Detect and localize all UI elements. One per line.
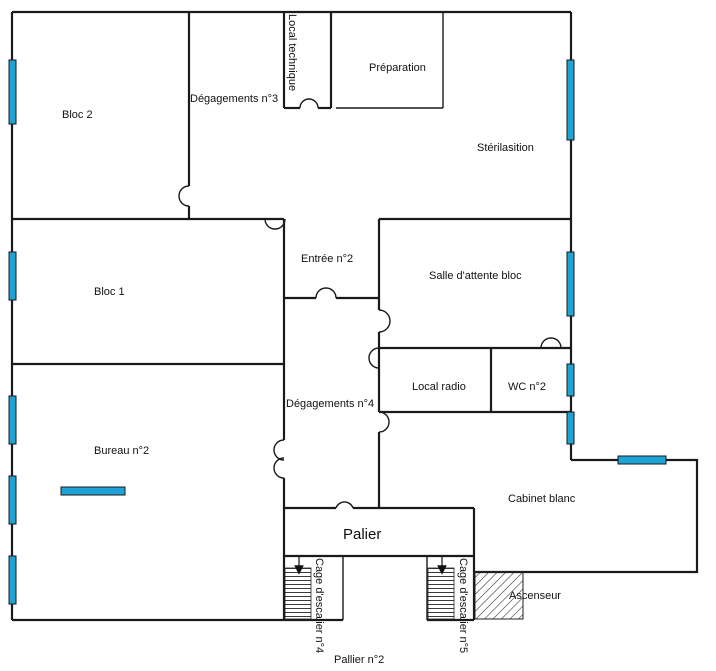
window-wc — [566, 363, 575, 397]
room-labels: Bloc 2 Préparation Dégagements n°3 Stéri… — [62, 14, 576, 666]
label-sterilisation: Stérilasition — [477, 142, 534, 154]
window-cabinet-side — [566, 411, 575, 445]
window-bureau-3 — [8, 555, 17, 605]
label-entree2: Entrée n°2 — [301, 253, 353, 265]
door-bureau-top — [273, 439, 285, 461]
door-entree — [315, 287, 337, 299]
cage5-steps — [427, 567, 455, 620]
window-bureau-2 — [8, 475, 17, 525]
door-local-tech — [299, 98, 319, 109]
door-deg4 — [378, 411, 390, 433]
cage4-steps — [284, 567, 312, 620]
outer-wall-extension — [474, 458, 699, 574]
windows — [8, 59, 667, 605]
label-cabinet-blanc: Cabinet blanc — [508, 493, 576, 505]
label-pallier2: Pallier n°2 — [334, 654, 384, 666]
label-degagements4: Dégagements n°4 — [286, 398, 374, 410]
label-degagements3: Dégagements n°3 — [190, 93, 278, 105]
label-local-radio: Local radio — [412, 381, 466, 393]
door-salle — [378, 309, 391, 333]
door-radio — [368, 347, 380, 369]
staircases — [284, 557, 524, 620]
door-bloc2 — [178, 185, 190, 207]
window-cabinet-top — [617, 455, 667, 465]
label-bloc2: Bloc 2 — [62, 109, 93, 121]
window-bloc1 — [8, 251, 17, 301]
window-sterilisation — [566, 59, 575, 141]
label-bloc1: Bloc 1 — [94, 286, 125, 298]
label-salle-attente: Salle d'attente bloc — [429, 270, 522, 282]
walls — [10, 10, 699, 622]
label-local-technique: Local technique — [286, 14, 298, 91]
window-bloc2 — [8, 59, 17, 125]
label-preparation: Préparation — [369, 62, 426, 74]
label-palier: Palier — [343, 526, 381, 543]
window-bureau-1 — [8, 395, 17, 445]
door-bureau-bottom — [273, 457, 285, 479]
label-cage4: Cage d'escalier n°4 — [313, 558, 325, 653]
label-ascenseur: Ascenseur — [509, 590, 561, 602]
door-palier — [335, 501, 354, 509]
label-bureau2: Bureau n°2 — [94, 445, 149, 457]
window-bureau-internal — [60, 486, 126, 496]
window-salle-attente — [566, 251, 575, 317]
label-cage5: Cage d'escalier n°5 — [457, 558, 469, 653]
door-bloc1 — [264, 218, 286, 230]
label-wc2: WC n°2 — [508, 381, 546, 393]
elevator-shaft — [474, 571, 524, 620]
door-wc — [540, 337, 562, 349]
doors — [178, 98, 562, 509]
